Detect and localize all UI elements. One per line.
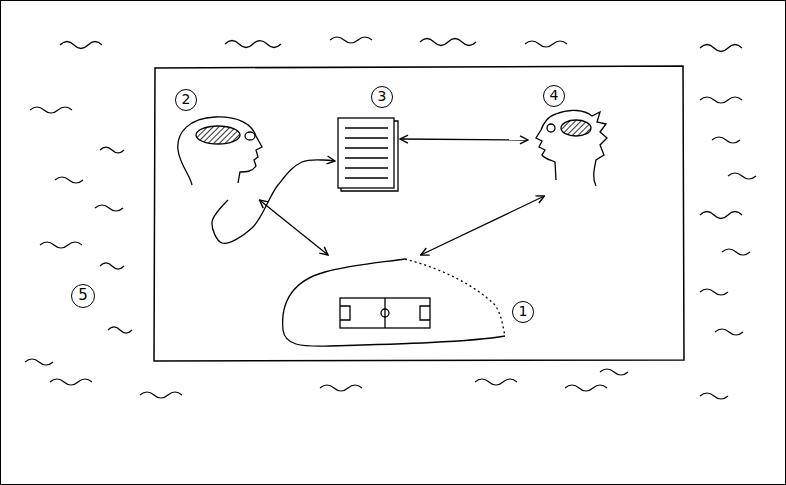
hatched-brain: [561, 120, 591, 136]
callout-number: 3: [371, 86, 393, 108]
hatched-brain: [196, 126, 240, 144]
eye-glass: [547, 124, 555, 132]
callout-number: 4: [543, 85, 565, 107]
eye-glass: [245, 132, 255, 140]
head-outline: [178, 117, 262, 185]
pitch-lines: [340, 298, 430, 328]
arrow-connector: [421, 196, 545, 255]
sheet: [338, 118, 394, 188]
spiky-hair: [556, 110, 607, 186]
callout-number: 1: [512, 301, 534, 323]
person-head-left: [178, 117, 262, 185]
head-outline: [536, 114, 556, 180]
connectors: [212, 139, 544, 255]
arrow-connector: [400, 139, 528, 140]
illustrated-part: 2: [165, 86, 270, 200]
pitch: [340, 298, 430, 328]
context-frame: [154, 66, 684, 361]
water-waves: [25, 37, 756, 399]
illustrated-part: 1: [275, 255, 540, 352]
illustrated-part: 3: [335, 84, 400, 194]
arrow-connector: [260, 200, 329, 255]
illustrated-part: 4: [528, 84, 610, 196]
text-lines: [345, 128, 388, 178]
arrow-connector: [212, 160, 335, 243]
football-ground: [283, 259, 505, 346]
centre-circle: [381, 309, 389, 317]
person-head-right: [536, 110, 607, 186]
ground-outline: [283, 259, 505, 346]
document-sheet: [338, 118, 398, 191]
callout-number: 5: [71, 284, 95, 308]
callout-number: 2: [175, 89, 197, 111]
